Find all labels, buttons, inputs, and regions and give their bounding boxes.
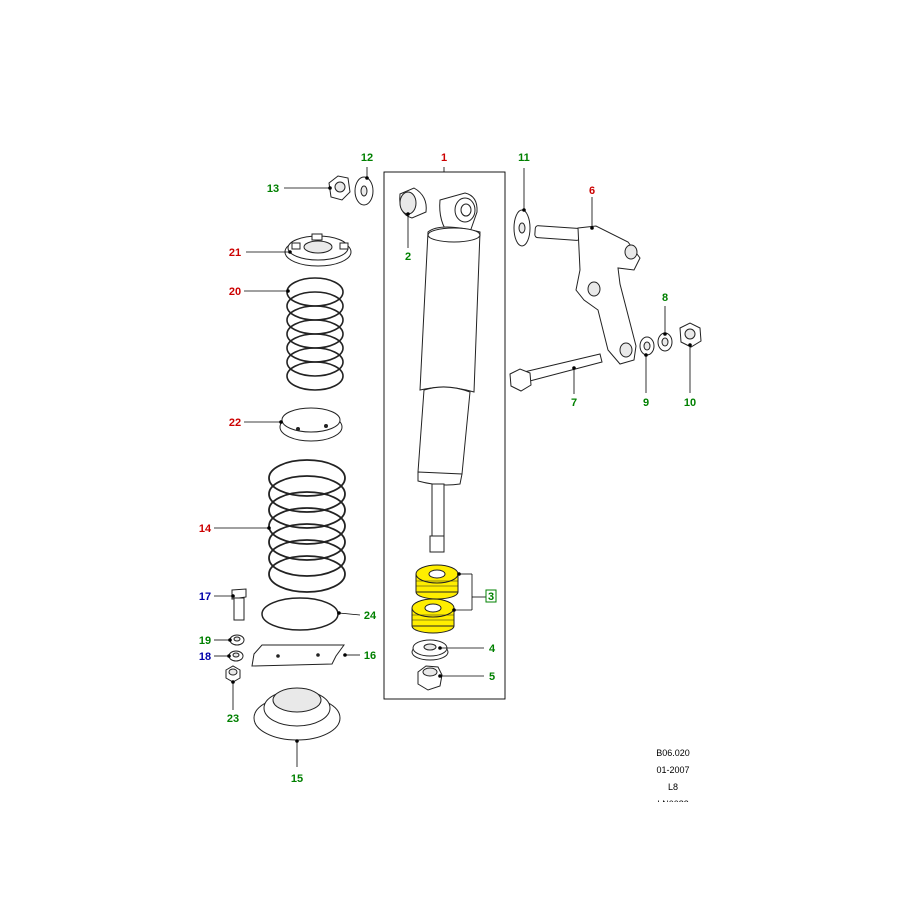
isolator-ring-part-24[interactable]: [261, 597, 339, 631]
highlighted-bush-upper[interactable]: [415, 564, 459, 600]
info-line-4-clip: [640, 802, 710, 814]
plate-part-16[interactable]: [251, 644, 345, 667]
callout-2[interactable]: 2: [405, 251, 411, 263]
bracket-part-6[interactable]: [534, 225, 641, 365]
callout-4[interactable]: 4: [489, 643, 496, 655]
nut-part-13[interactable]: [328, 175, 351, 201]
shock-absorber-group-frame: [383, 171, 506, 700]
callout-14[interactable]: 14: [199, 523, 212, 535]
callout-8[interactable]: 8: [662, 292, 668, 304]
callout-16[interactable]: 16: [364, 650, 376, 662]
callout-10[interactable]: 10: [684, 397, 696, 409]
callout-9[interactable]: 9: [643, 397, 649, 409]
callout-18[interactable]: 18: [199, 651, 211, 663]
washer-part-4[interactable]: [411, 639, 449, 661]
spring-seat-part-15[interactable]: [253, 687, 341, 741]
washer-part-19[interactable]: [229, 634, 245, 646]
callout-17[interactable]: 17: [199, 591, 211, 603]
callout-1[interactable]: 1: [441, 152, 447, 164]
callout-3-box: [485, 589, 497, 603]
callout-12[interactable]: 12: [361, 152, 373, 164]
callout-22[interactable]: 22: [229, 417, 241, 429]
callout-5[interactable]: 5: [489, 671, 495, 683]
coil-spring-part-14[interactable]: [268, 459, 346, 593]
callout-19[interactable]: 19: [199, 635, 211, 647]
coil-spring-part-20[interactable]: [286, 277, 344, 391]
bush-part-2[interactable]: [399, 187, 427, 219]
callout-23[interactable]: 23: [227, 713, 239, 725]
washer-part-18[interactable]: [228, 650, 244, 662]
callout-24[interactable]: 24: [364, 610, 377, 622]
highlighted-bush-lower[interactable]: [411, 598, 455, 634]
shock-absorber-part[interactable]: [417, 192, 481, 553]
leader-dots: [227, 176, 692, 743]
callout-20[interactable]: 20: [229, 286, 241, 298]
info-line-2: 01-2007: [656, 765, 689, 775]
callout-15[interactable]: 15: [291, 773, 303, 785]
callout-11[interactable]: 11: [518, 152, 530, 164]
washer-part-9[interactable]: [639, 336, 655, 356]
spring-plate-part-22[interactable]: [279, 407, 343, 442]
callout-21[interactable]: 21: [229, 247, 241, 259]
nut-part-5[interactable]: [417, 665, 443, 691]
bolt-part-7[interactable]: [509, 353, 603, 392]
info-line-1: B06.020: [656, 748, 690, 758]
callout-13[interactable]: 13: [267, 183, 279, 195]
callout-7[interactable]: 7: [571, 397, 577, 409]
callout-6[interactable]: 6: [589, 185, 595, 197]
washer-part-11[interactable]: [513, 209, 531, 247]
nut-part-23[interactable]: [225, 665, 241, 683]
leader-lines: [214, 167, 691, 767]
washer-part-12[interactable]: [354, 176, 374, 206]
spring-seat-part-21[interactable]: [284, 233, 352, 267]
info-line-3: L8: [668, 782, 678, 792]
callout-3[interactable]: 3: [488, 591, 494, 603]
nut-part-10[interactable]: [679, 322, 702, 348]
bolt-part-17[interactable]: [231, 588, 247, 621]
